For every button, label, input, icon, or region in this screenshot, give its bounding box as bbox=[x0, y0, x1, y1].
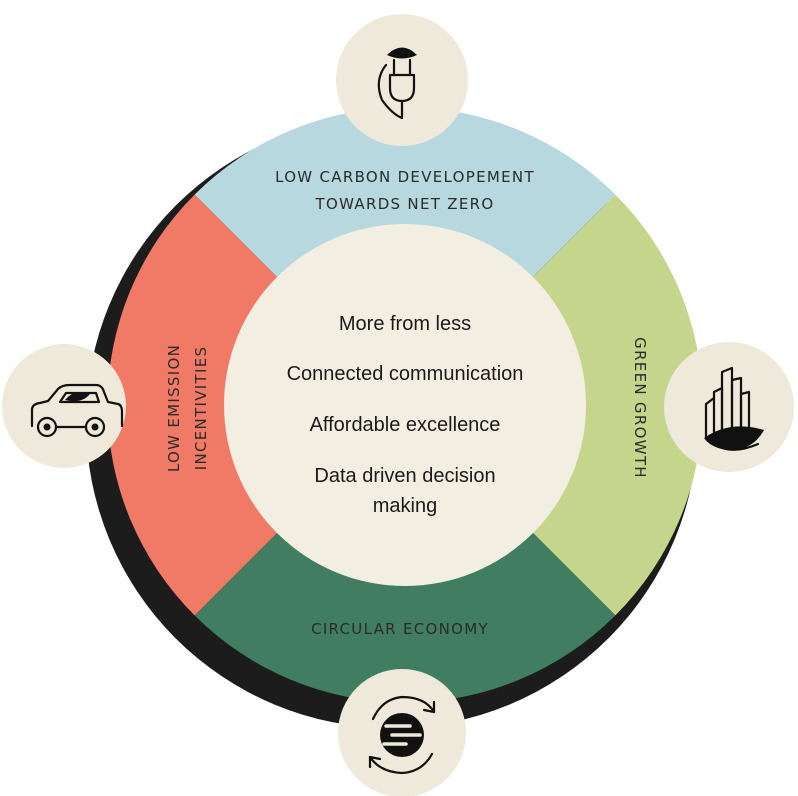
center-item-2: Connected communication bbox=[287, 363, 524, 385]
electric-car-icon bbox=[30, 383, 124, 438]
segment-top-label-line1: LOW CARBON DEVELOPEMENT bbox=[275, 168, 535, 186]
segment-top-label-line2: TOWARDS NET ZERO bbox=[315, 195, 495, 213]
plug-leaf-icon bbox=[377, 47, 417, 120]
icon-badge-right bbox=[664, 342, 794, 472]
center-circle bbox=[224, 224, 586, 586]
city-leaf-icon bbox=[704, 366, 764, 451]
center-item-4: Data driven decision bbox=[314, 465, 495, 487]
icon-badge-top bbox=[336, 14, 468, 146]
center-item-3: Affordable excellence bbox=[310, 414, 501, 436]
segment-bottom-label: CIRCULAR ECONOMY bbox=[311, 620, 489, 638]
segment-left-label-line1: LOW EMISSION bbox=[165, 344, 183, 472]
recycle-globe-icon bbox=[368, 695, 436, 775]
segment-left-label-line2: INCENTIVITIES bbox=[192, 346, 210, 471]
segment-right-label: GREEN GROWTH bbox=[631, 337, 649, 479]
icon-badge-left bbox=[2, 344, 126, 468]
center-item-4-line2: making bbox=[373, 495, 437, 517]
center-item-1: More from less bbox=[339, 313, 471, 335]
